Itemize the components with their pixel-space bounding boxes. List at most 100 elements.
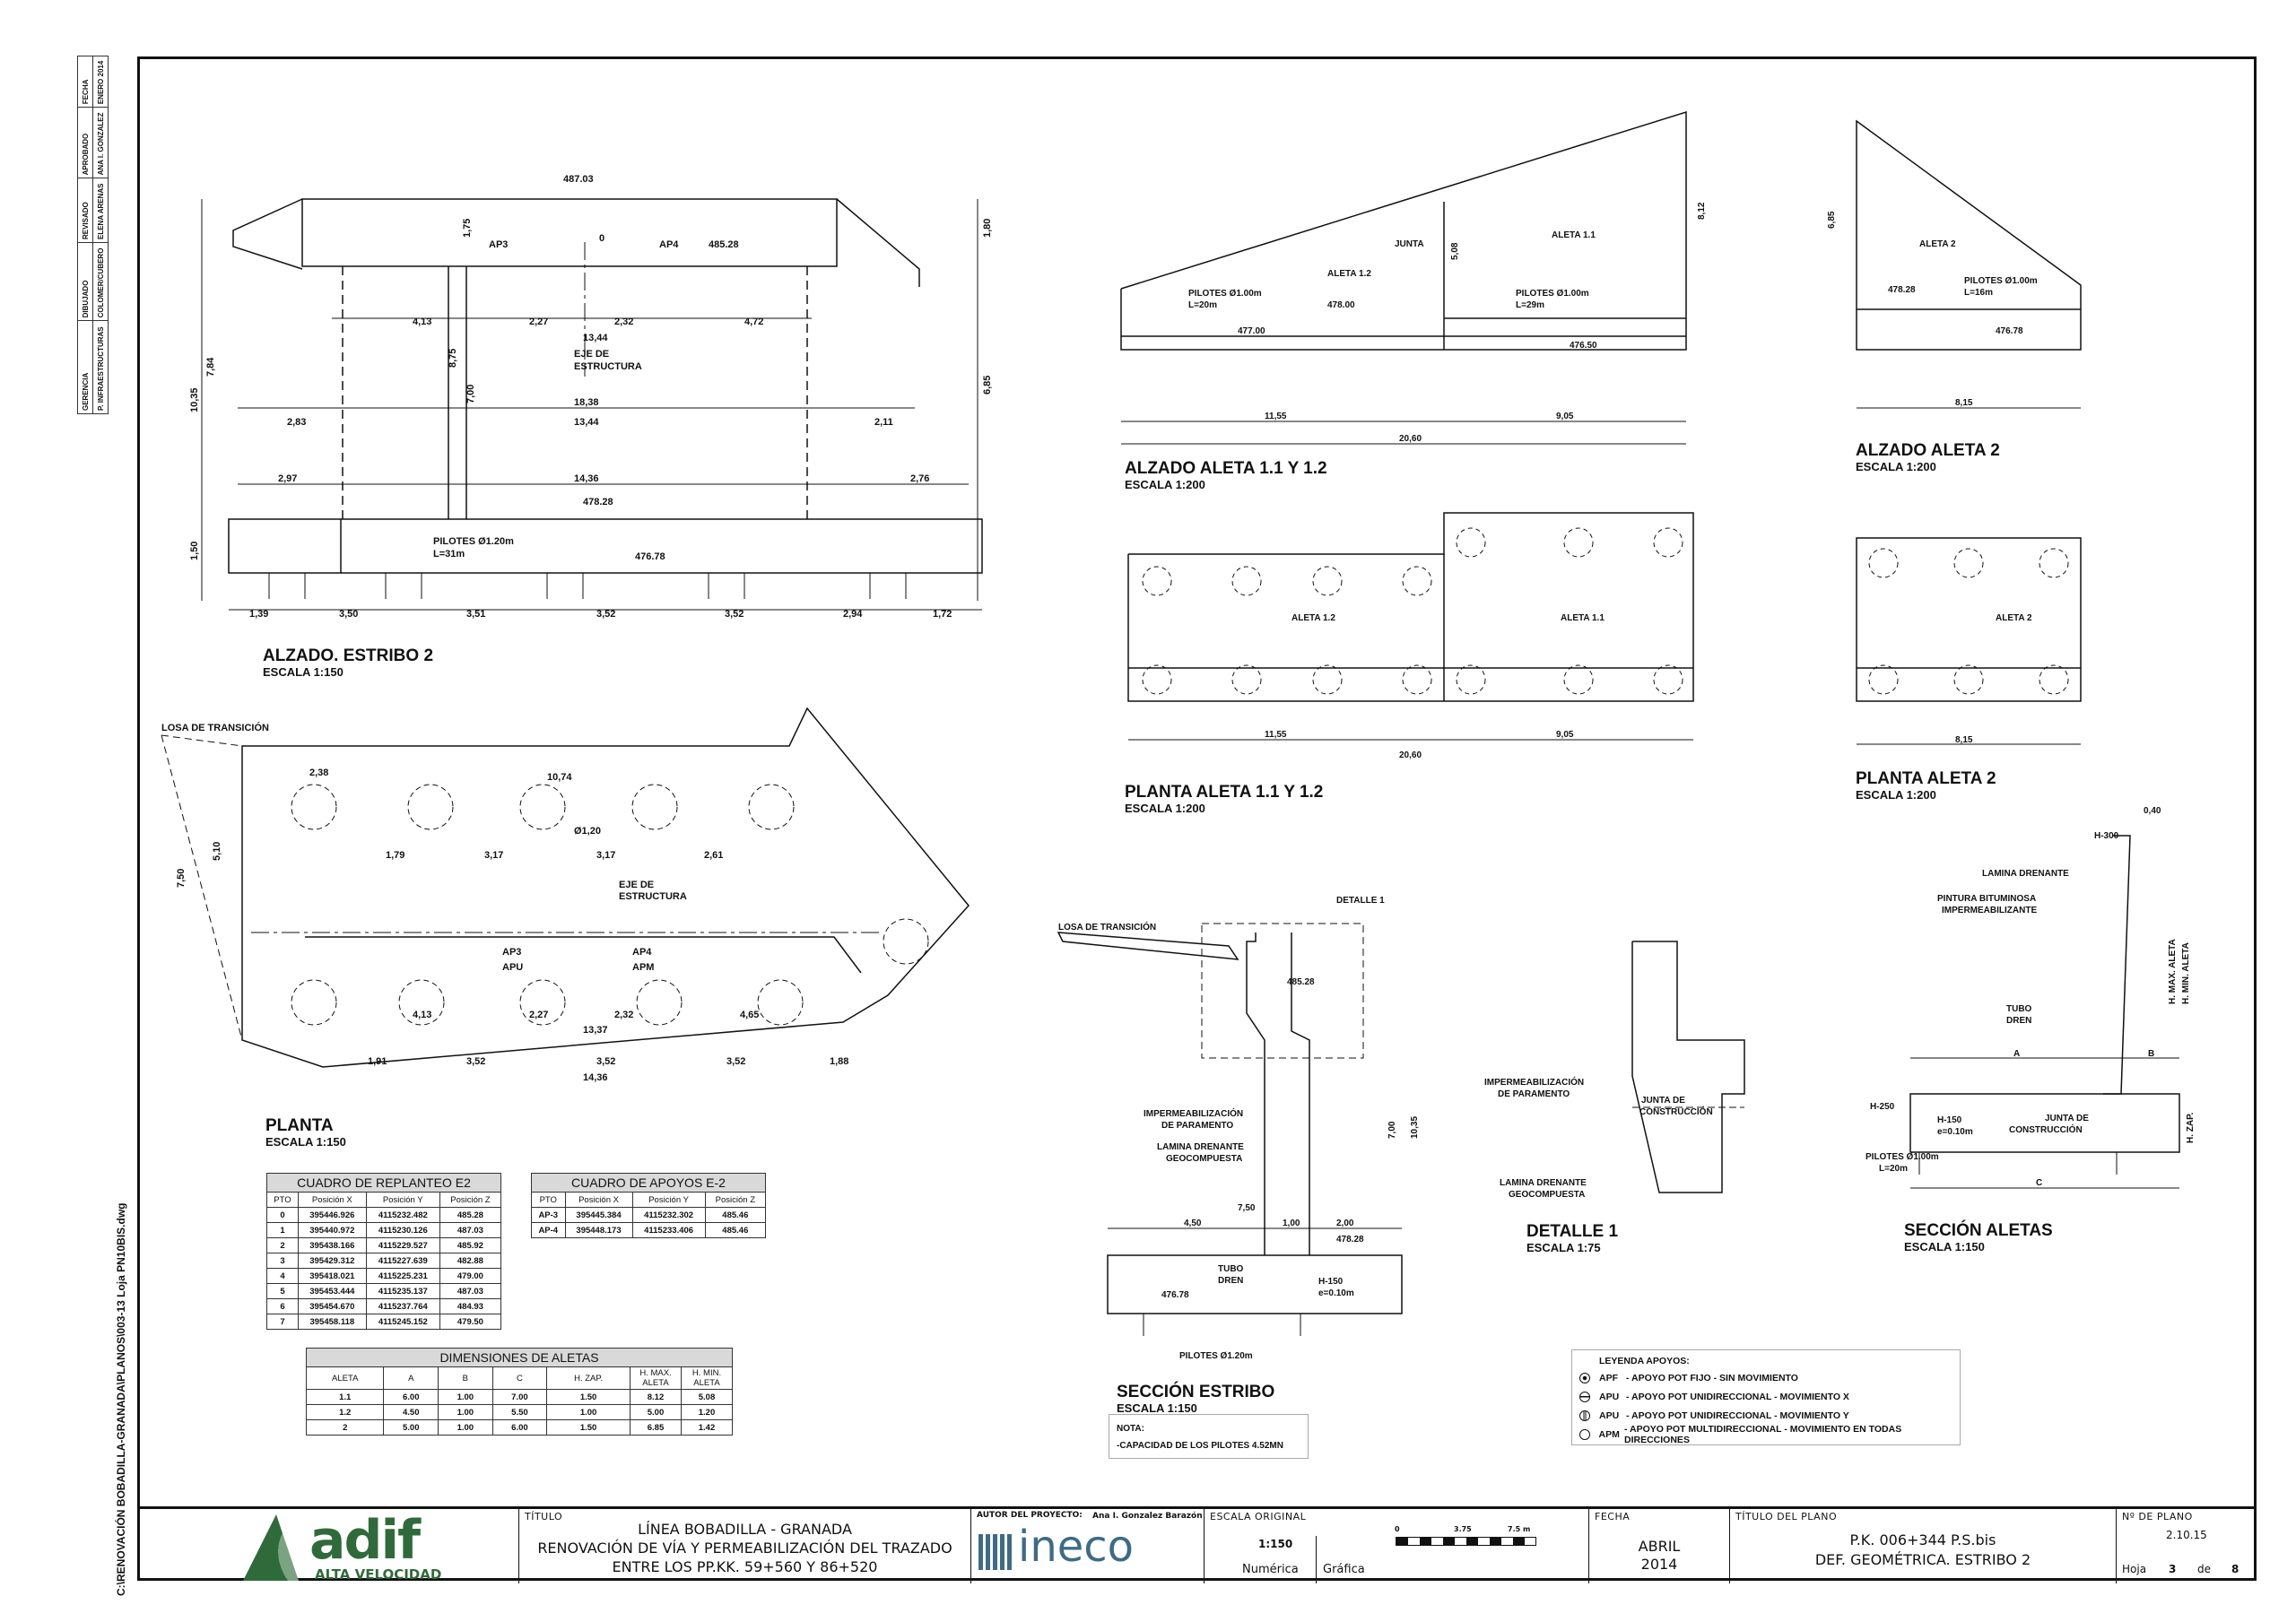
dim-label: 1,79 [386, 850, 404, 861]
dim-label: PINTURA BITUMINOSA [1937, 894, 2036, 904]
view-scale: ESCALA 1:200 [1125, 477, 1205, 491]
legend-text: - APOYO POT MULTIDIRECCIONAL - MOVIMIENT… [1624, 1423, 1902, 1445]
table-cell: 395440.972 [297, 1222, 367, 1238]
dim-label: IMPERMEABILIZANTE [1942, 906, 2037, 915]
table-cell: 1.00 [546, 1404, 631, 1420]
table-cell: 487.03 [439, 1222, 502, 1238]
dim-label: e=0.10m [1318, 1288, 1354, 1298]
dim-label: 2,83 [287, 417, 306, 428]
dim-label: 2,00 [1336, 1219, 1354, 1228]
dim-label: 18,38 [574, 397, 599, 408]
table-cell: 0 [266, 1207, 299, 1223]
legend-code: APF [1599, 1372, 1618, 1383]
dim-label: AP3 [489, 239, 508, 250]
dim-label: B [2148, 1049, 2154, 1059]
circle-vertical-lines-icon [1579, 1409, 1590, 1421]
autor-cell: AUTOR DEL PROYECTO: Ana I. Gonzalez Bara… [970, 1509, 1204, 1583]
table-cell: 482.88 [439, 1253, 502, 1269]
table-cell: 7 [266, 1314, 299, 1330]
dim-label: JUNTA DE [1641, 1096, 1685, 1106]
dim-label: C [2036, 1178, 2042, 1188]
dim-label: 11,55 [1265, 730, 1287, 740]
dim-label: H. ZAP. [2186, 1113, 2196, 1143]
table-cell: 479.50 [439, 1314, 502, 1330]
dim-label: PILOTES Ø1.00m [1188, 289, 1262, 299]
table-cell: 2 [305, 1419, 385, 1436]
dim-label: JUNTA [1395, 239, 1424, 249]
column-header: Posición Y [631, 1192, 706, 1208]
fecha-year: 2014 [1640, 1556, 1678, 1573]
dim-label: L=20m [1879, 1164, 1908, 1174]
legend-code: APM [1598, 1428, 1620, 1440]
dim-label: 476.50 [1570, 341, 1597, 351]
bar-tick: 0 [1395, 1525, 1400, 1533]
dim-label: ALETA 2 [1919, 239, 1956, 249]
fecha-month: ABRIL [1638, 1538, 1681, 1555]
planta-aleta-1-view: ALETA 1.2 ALETA 1.1 11,55 9,05 20,60 [1127, 512, 1694, 760]
dim-label: 13,44 [574, 417, 599, 428]
num-plano-cell: Nº DE PLANO 2.10.15 Hoja 3 de 8 [2116, 1509, 2257, 1583]
num-plano-label: Nº DE PLANO [2122, 1511, 2193, 1522]
table-cell: 7.00 [491, 1389, 548, 1405]
view-title: DETALLE 1 [1526, 1222, 1619, 1241]
table-cell: 4115232.482 [365, 1207, 440, 1223]
dim-label: ALETA 1.2 [1327, 269, 1371, 279]
dim-label: ALETA 2 [1996, 613, 2032, 623]
planta-label: LOSA DE TRANSICIÓN [161, 722, 269, 733]
table-cell: 395458.118 [297, 1314, 367, 1330]
table-cell: 1.50 [546, 1419, 631, 1436]
de-label: de [2197, 1563, 2211, 1575]
legend-apoyos: LEYENDA APOYOS: APF- APOYO POT FIJO - SI… [1571, 1349, 1961, 1445]
dim-label: 8,12 [1697, 202, 1707, 220]
titulo-text: LÍNEA BOBADILLA - GRANADA RENOVACIÓN DE … [519, 1520, 970, 1576]
dim-label: PILOTES Ø1.00m [1964, 276, 2038, 286]
dim-label: CONSTRUCCIÓN [1639, 1106, 1713, 1117]
dim-label: 0 [599, 233, 604, 244]
dim-label: 3,52 [596, 1056, 615, 1067]
dim-label: 3,52 [726, 1056, 745, 1067]
table-cell: 485.46 [704, 1222, 767, 1238]
dim-label: ALETA 1.1 [1561, 613, 1605, 623]
dim-label: L=29m [1516, 300, 1544, 310]
table-cell: AP-4 [531, 1222, 566, 1238]
dim-label: 3,51 [466, 609, 485, 620]
hoja-label: Hoja [2122, 1563, 2147, 1575]
dim-label: 3,50 [339, 609, 358, 620]
legend-code: APU [1599, 1391, 1620, 1402]
dim-label: ALETA 1.1 [1552, 230, 1596, 240]
table-cell: 6.85 [630, 1419, 682, 1436]
table-cell: 3 [266, 1253, 299, 1269]
hoja-total: 8 [2231, 1563, 2239, 1575]
dim-label: LOSA DE TRANSICIÓN [1058, 921, 1156, 932]
note-box: NOTA: -CAPACIDAD DE LOS PILOTES 4.52MN [1109, 1414, 1309, 1459]
legend-item: APU- APOYO POT UNIDIRECCIONAL - MOVIMIEN… [1579, 1406, 1952, 1425]
table-cell: 395445.384 [564, 1207, 633, 1223]
fecha-cell: FECHA ABRIL 2014 [1588, 1509, 1729, 1583]
column-header: PTO [531, 1192, 566, 1208]
dim-label: 1,00 [1283, 1219, 1300, 1228]
titulo-line: LÍNEA BOBADILLA - GRANADA [638, 1521, 852, 1538]
dim-label: 7,00 [1387, 1121, 1397, 1139]
titulo-label: TÍTULO [525, 1511, 563, 1522]
escala-value: 1:150 [1258, 1538, 1293, 1550]
dim-label: 13,44 [583, 333, 608, 343]
dim-label: 476.78 [635, 551, 665, 562]
alzado-aleta-1-view: ALETA 1.1 ALETA 1.2 JUNTA PILOTES Ø1.00m… [1120, 110, 1707, 445]
dim-label: 1,88 [830, 1056, 848, 1067]
table-cell: 395448.173 [564, 1222, 633, 1238]
column-header: H. MAX. ALETA [630, 1366, 682, 1390]
hoja-value: 3 [2169, 1563, 2177, 1575]
dim-label: 11,55 [1265, 412, 1287, 421]
planta-aleta-2-view: ALETA 2 8,15 [1856, 537, 2082, 745]
ap-label: APM [632, 962, 654, 973]
